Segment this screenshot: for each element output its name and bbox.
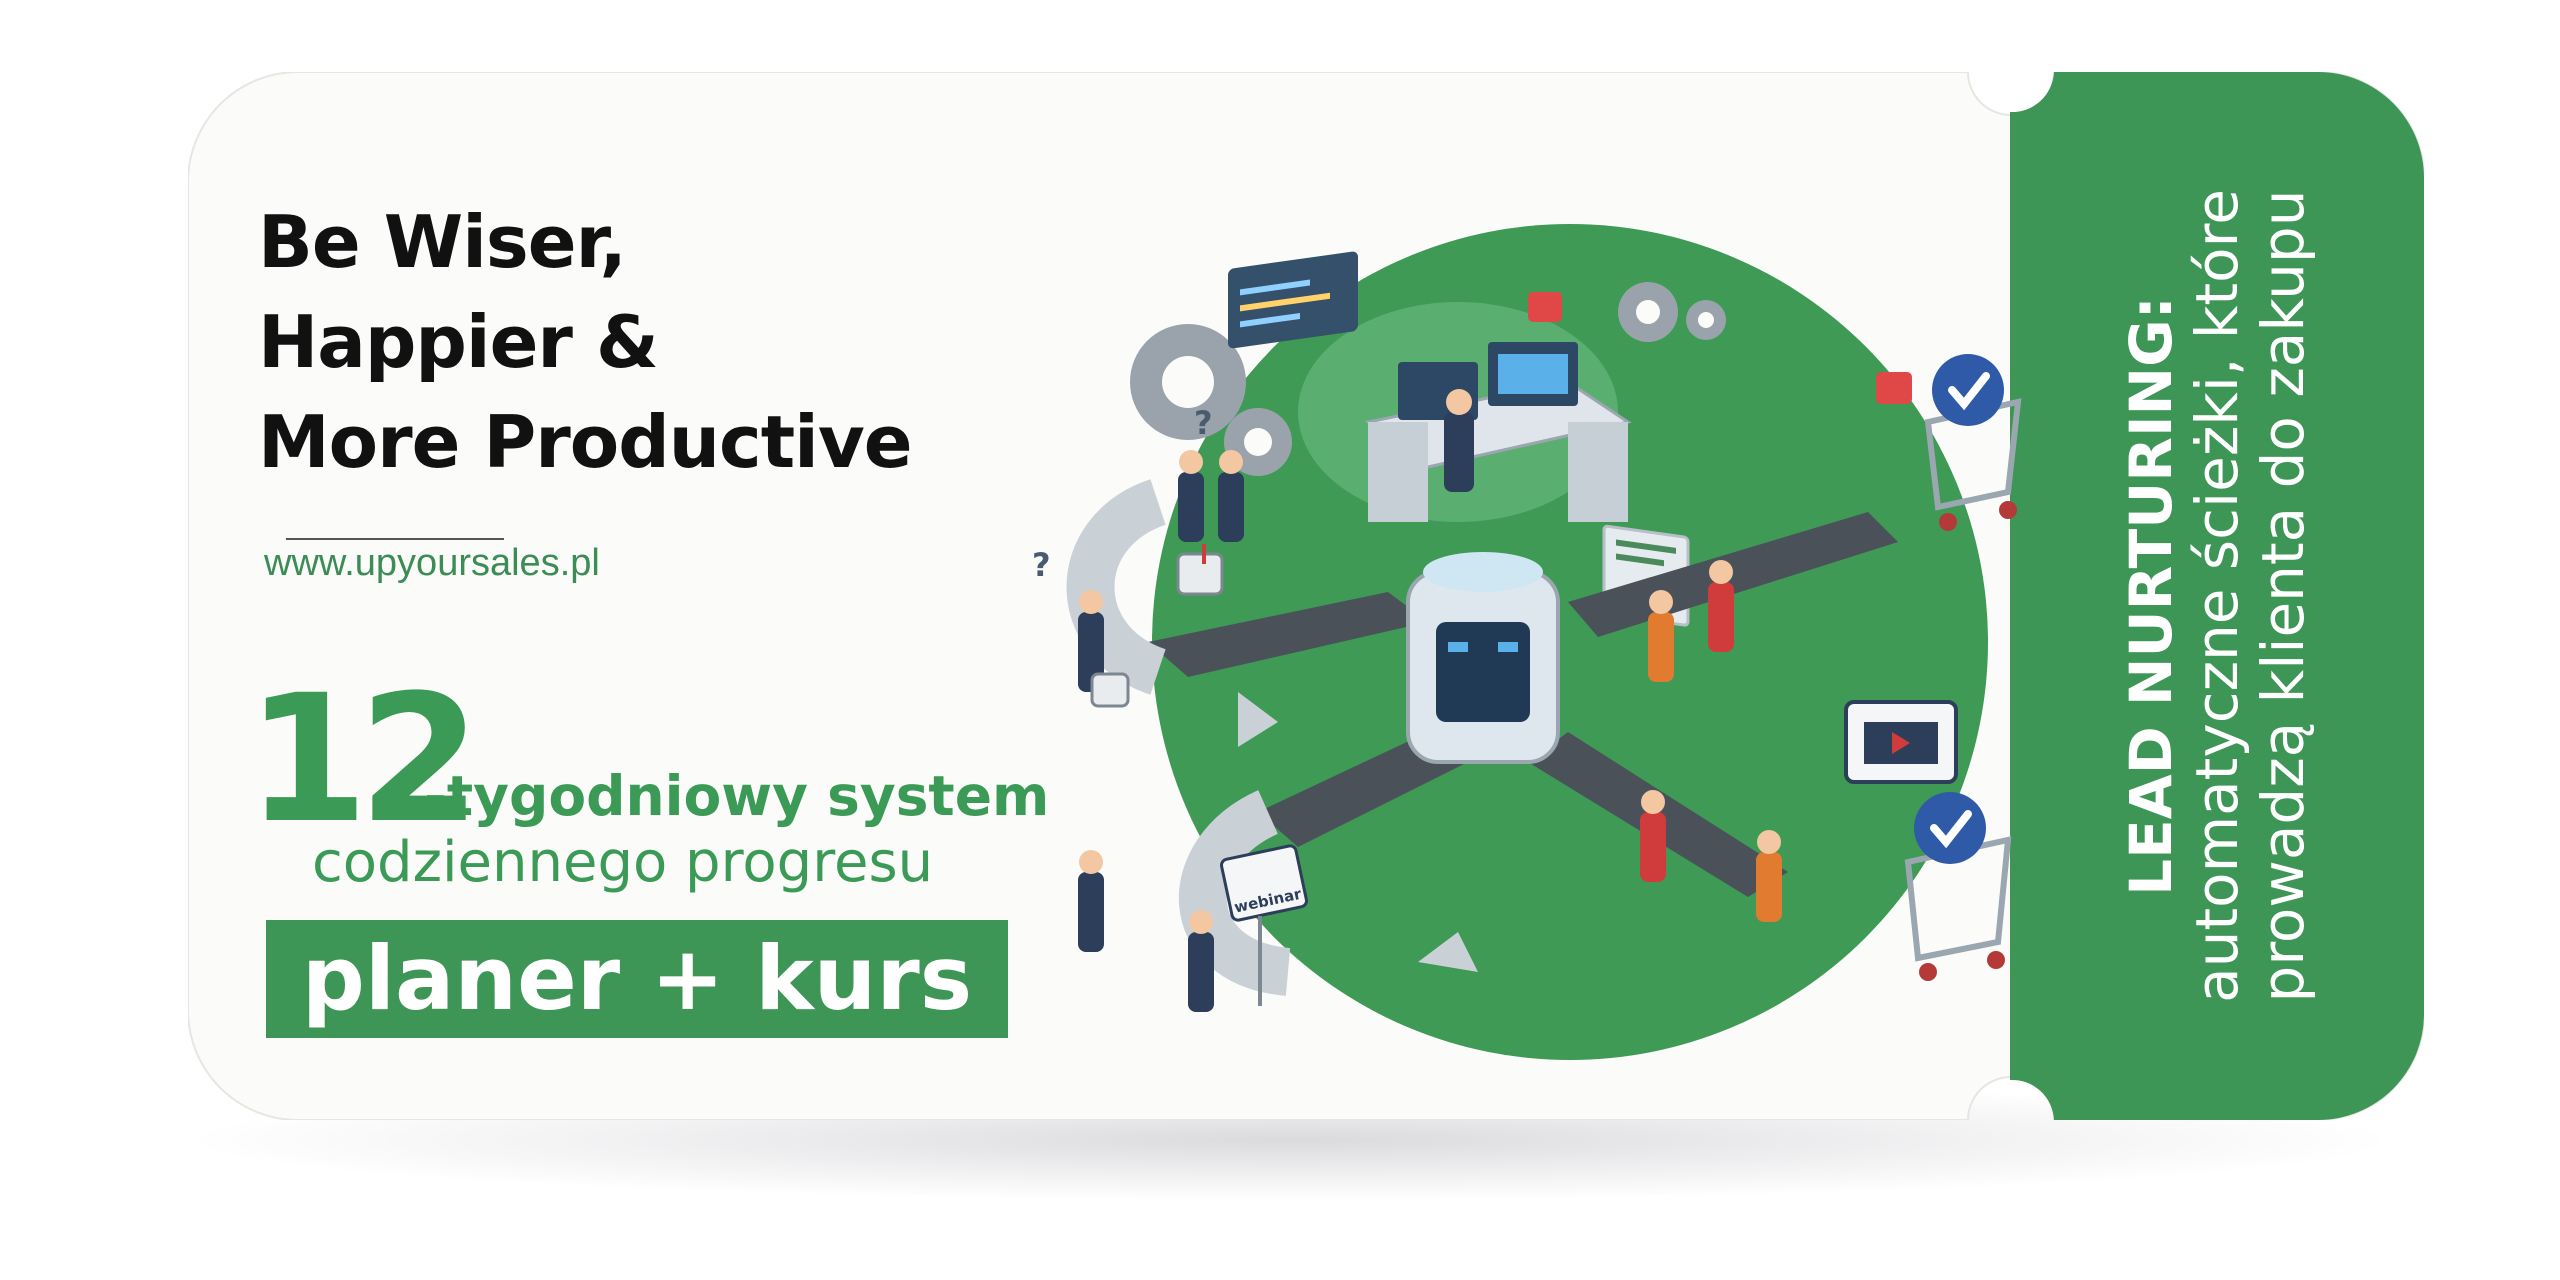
workstation-desk [1364,342,1632,522]
ticket-card: Be Wiser, Happier & More Productive www.… [188,72,2424,1120]
lead-nurturing-illustration: ? ? webinar [1032,224,2022,1060]
program-number: 12 [246,657,481,862]
gears-icon [1130,282,1726,476]
processing-machine [1406,552,1560,764]
svg-text:?: ? [1194,404,1213,442]
question-mark-icon: ? ? [1032,404,1213,584]
program-subtitle: codziennego progresu [312,830,934,895]
heart-icon [1528,292,1912,404]
webinar-sign: webinar [1220,844,1308,1006]
video-play-icon [1844,700,1958,784]
website-link[interactable]: www.upyoursales.pl [264,542,600,584]
divider [286,538,504,540]
planner-course-button[interactable]: planer + kurs [266,920,1008,1038]
mailbox-icon [1090,544,1224,708]
headline-line-2: Happier & [258,300,659,384]
headline-line-3: More Productive [258,400,913,484]
headline: Be Wiser, Happier & More Productive [258,192,913,492]
curved-arrow-icon [1238,692,1478,972]
shopping-cart-icon [1904,354,2022,981]
svg-text:?: ? [1032,546,1051,584]
people-figures [1078,389,1782,1012]
program-title: -tygodniowy system [424,764,1050,828]
headline-line-1: Be Wiser, [258,200,627,284]
